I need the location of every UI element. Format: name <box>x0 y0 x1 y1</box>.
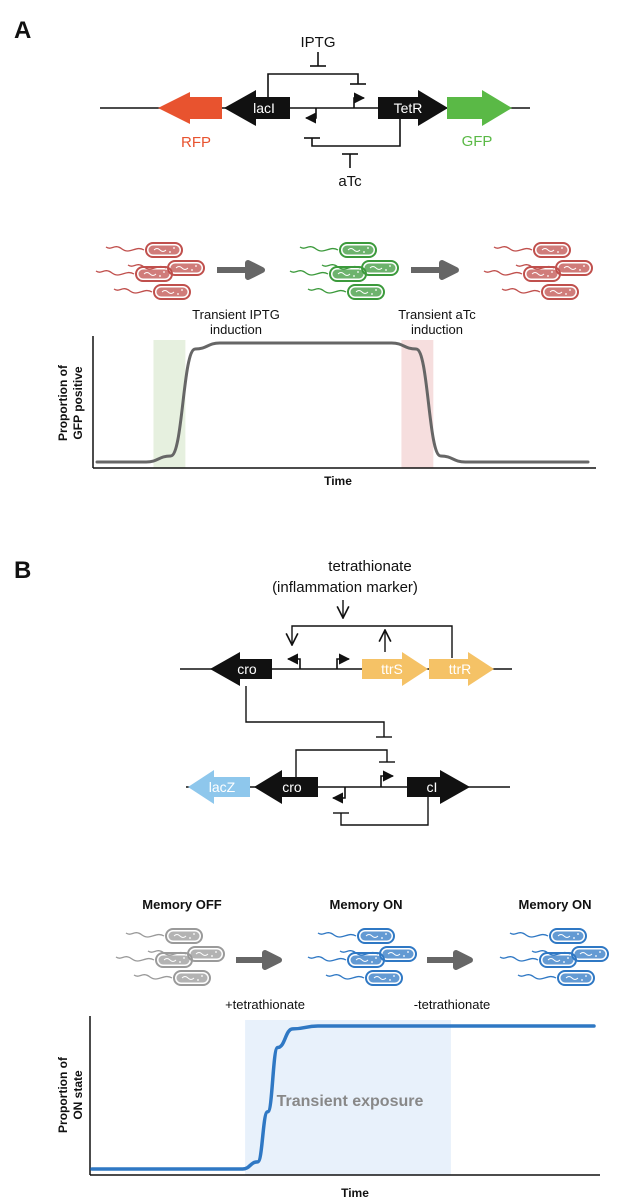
atc-label: aTc <box>338 173 362 190</box>
gfp-gene-arrow <box>447 90 512 126</box>
panel-b-circuit-bottom: lacZ cro cI <box>186 749 510 826</box>
cro-gene-top <box>210 652 272 686</box>
a-stage1-cell-1 <box>105 242 183 258</box>
stage-label-2: Memory ON <box>330 897 403 912</box>
a-stage1-cell-4 <box>113 284 191 300</box>
ci-label: cI <box>427 779 438 795</box>
signal-line2: (inflammation marker) <box>272 579 418 596</box>
stage-arrow-a2 <box>411 260 459 280</box>
b-stage3-cell-4 <box>517 970 595 986</box>
exposure-label: Transient exposure <box>277 1093 424 1110</box>
ttrs-label: ttrS <box>381 661 403 677</box>
ttrr-activation-loop <box>292 625 453 658</box>
iptg-induction-line1: Transient IPTG <box>192 307 280 322</box>
transition-plus: +tetrathionate <box>225 997 305 1012</box>
stage-label-3: Memory ON <box>519 897 592 912</box>
chart-a-xlabel: Time <box>324 474 352 488</box>
chart-a <box>92 336 596 469</box>
b-stage2-cell-1 <box>317 928 395 944</box>
laci-gene-arrow <box>224 90 290 126</box>
tetr-gene-arrow <box>378 90 448 126</box>
panel-b-circuit-top: tetrathionate (inflammation marker) cro … <box>180 558 512 738</box>
cro-gene-bottom <box>254 770 318 804</box>
b-stage1-cell-1 <box>125 928 203 944</box>
panel-a-letter: A <box>14 17 31 44</box>
chart-a-ylabel-line2: GFP positive <box>71 366 85 439</box>
a-stage2-cell-1 <box>299 242 377 258</box>
atc-induction-line2: induction <box>411 322 463 337</box>
lacz-label: lacZ <box>209 779 236 795</box>
ttrr-gene <box>429 652 494 686</box>
chart-b-ylabel-line2: ON state <box>71 1070 85 1120</box>
ttrr-label: ttrR <box>449 661 472 677</box>
ci-gene <box>407 770 470 804</box>
laci-repression-line <box>267 73 359 97</box>
b-stage1-cell-3 <box>115 952 193 968</box>
stage-label-1: Memory OFF <box>142 897 222 912</box>
transition-minus: -tetrathionate <box>414 997 491 1012</box>
iptg-induction-line2: induction <box>210 322 262 337</box>
a-stage2-cell-3 <box>289 266 367 282</box>
a-stage2-cell-4 <box>307 284 385 300</box>
cro-bottom-label: cro <box>282 779 302 795</box>
stage-arrow-b2 <box>427 950 473 970</box>
signal-line1: tetrathionate <box>328 558 411 575</box>
chart-a-ylabel-line1: Proportion of <box>56 364 70 441</box>
chartA-shaded-region-1 <box>153 340 186 468</box>
laci-label: lacI <box>253 100 275 116</box>
b-stage3-cell-3 <box>499 952 577 968</box>
rfp-label: RFP <box>181 134 211 151</box>
chart-b-ylabel-line1: Proportion of <box>56 1056 70 1133</box>
b-stage3-cell-1 <box>509 928 587 944</box>
b-stage1-cell-4 <box>133 970 211 986</box>
ttrs-gene <box>362 652 428 686</box>
cro-top-label: cro <box>237 661 257 677</box>
panel-b-letter: B <box>14 557 31 584</box>
gfp-label: GFP <box>462 133 493 150</box>
b-stage2-cell-4 <box>325 970 403 986</box>
panel-b-cell-groups <box>115 928 609 986</box>
a-stage3-cell-3 <box>483 266 561 282</box>
a-stage1-cell-3 <box>95 266 173 282</box>
stage-arrow-a1 <box>217 260 265 280</box>
chart-b-xlabel: Time <box>341 1186 369 1200</box>
promoter-laci-repressed <box>353 92 366 108</box>
atc-induction-line1: Transient aTc <box>398 307 476 322</box>
chartA-series-line <box>95 341 590 464</box>
a-stage3-cell-4 <box>501 284 579 300</box>
panel-a-cell-groups <box>95 242 593 300</box>
chart-b <box>89 1016 600 1176</box>
tetr-repression-line <box>311 119 401 147</box>
tetr-label: TetR <box>394 100 423 116</box>
lacz-gene <box>188 770 250 804</box>
iptg-label: IPTG <box>300 34 335 51</box>
stage-arrow-b1 <box>236 950 282 970</box>
rfp-gene-arrow <box>158 92 222 124</box>
promoter-tetr-repressed <box>304 108 317 124</box>
a-stage3-cell-1 <box>493 242 571 258</box>
panel-a-circuit: lacI TetR RFP GFP IPTG aTc <box>100 34 530 190</box>
b-stage2-cell-3 <box>307 952 385 968</box>
chartB-series-line <box>90 1024 596 1171</box>
